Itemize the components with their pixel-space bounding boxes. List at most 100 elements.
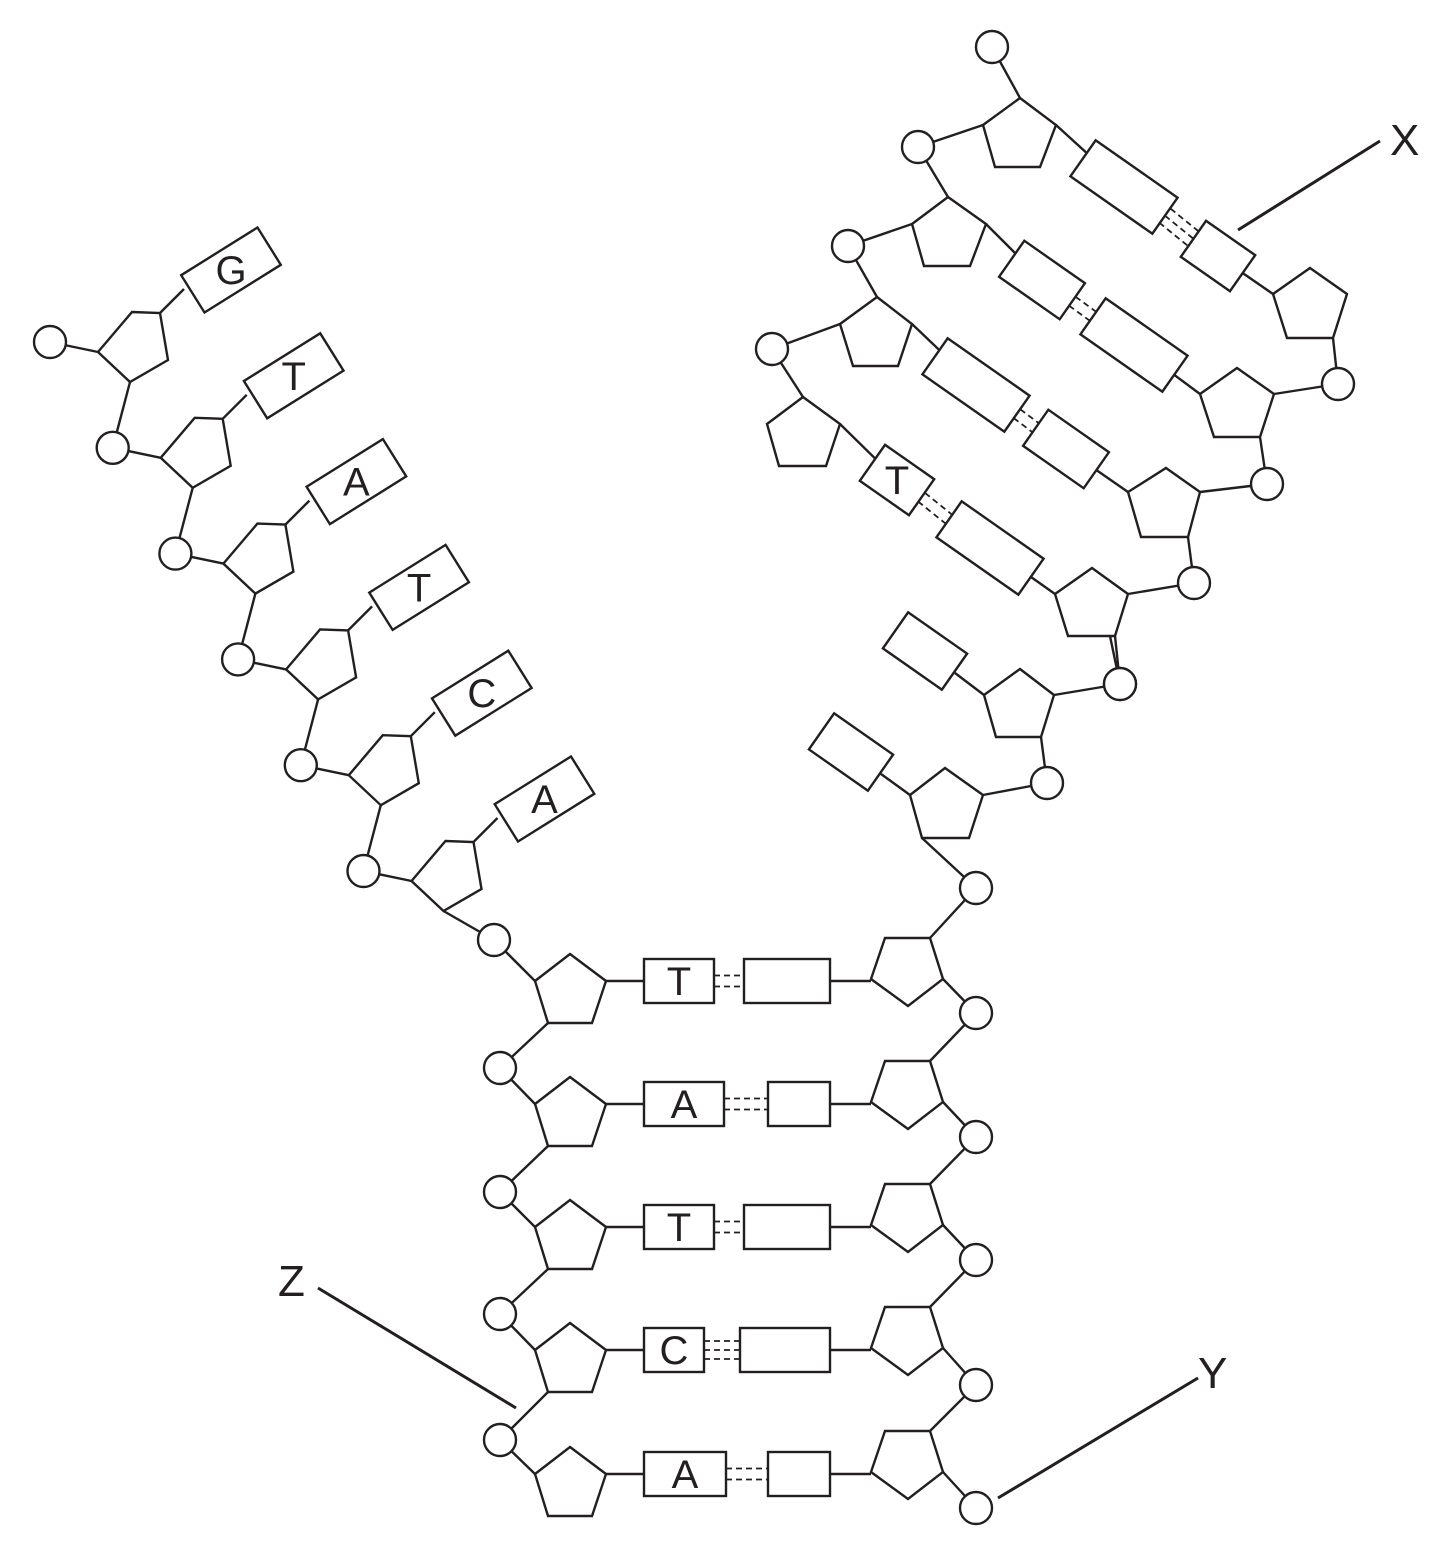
paired-right-sugar — [869, 1305, 945, 1377]
deoxyribose-sugar — [347, 733, 421, 807]
parent-strand-sugar — [1053, 566, 1130, 638]
parent-strand-sugar — [1271, 266, 1349, 340]
phosphate-group — [1029, 765, 1065, 801]
replicating-new-base — [858, 443, 936, 517]
phosphate-group — [482, 1174, 518, 1210]
deoxyribose-sugar — [409, 839, 483, 913]
hydrogen-bond — [1075, 296, 1097, 313]
paired-left-base — [642, 1450, 728, 1498]
deoxyribose-sugar — [159, 416, 233, 490]
phosphate-group — [830, 228, 866, 264]
paired-right-sugar — [869, 936, 945, 1008]
paired-left-sugar — [533, 952, 608, 1025]
paired-left-base — [642, 1080, 726, 1128]
phosphate-group — [958, 1367, 994, 1403]
label-x: X — [1390, 116, 1419, 165]
phosphate-group — [346, 853, 381, 889]
new-strand-sugar — [981, 96, 1058, 169]
left-strand-base-letter: A — [531, 778, 558, 822]
phosphate-group — [958, 1242, 994, 1278]
phosphate-group — [1176, 565, 1212, 601]
phosphate-group — [158, 536, 193, 571]
backbone-bond — [221, 393, 248, 420]
new-strand-sugar — [910, 195, 988, 268]
label-z-pointer — [317, 1286, 517, 1410]
hydrogen-bond — [917, 500, 947, 525]
left-strand-base-letter: A — [343, 461, 370, 505]
phosphate-group — [1249, 466, 1285, 502]
hydrogen-bond — [1170, 207, 1200, 233]
left-strand-base-letter: T — [281, 355, 305, 399]
phosphate-group — [95, 430, 130, 465]
paired-left-base — [642, 1203, 716, 1251]
backbone-bond — [954, 672, 985, 696]
phosphate-group — [958, 995, 994, 1031]
deoxyribose-sugar — [96, 310, 170, 384]
phosphate-group — [754, 331, 790, 367]
paired-right-base — [738, 1326, 832, 1374]
hydrogen-bond — [1068, 304, 1091, 322]
paired-left-sugar — [533, 1075, 608, 1148]
replicating-parent-base — [1078, 296, 1190, 394]
backbone-bond — [409, 711, 436, 738]
replicating-new-base — [1068, 138, 1180, 236]
left-strand-base — [304, 437, 408, 526]
paired-left-base-letter: T — [667, 960, 691, 1004]
top-phosphate-group — [974, 29, 1010, 65]
paired-left-base — [642, 957, 716, 1005]
label-y-pointer — [997, 1376, 1199, 1500]
hydrogen-bond — [1019, 408, 1040, 425]
phosphate-group — [32, 324, 68, 360]
label-y: Y — [1198, 1349, 1227, 1398]
paired-right-sugar — [869, 1059, 945, 1131]
replicating-parent-base — [1179, 219, 1257, 293]
nucleotide-shapes — [32, 29, 1356, 1526]
left-strand-base-letter: C — [467, 672, 496, 716]
paired-left-sugar — [533, 1321, 608, 1394]
diagram-labels: X Y Z — [278, 116, 1419, 1500]
paired-right-base — [766, 1080, 832, 1128]
paired-right-base — [742, 1203, 832, 1251]
paired-left-sugar — [533, 1445, 608, 1518]
phosphate-group — [482, 1422, 518, 1458]
phosphate-group — [283, 748, 318, 783]
backbone-bond — [347, 605, 373, 632]
backbone-bond — [880, 773, 911, 796]
base-letters: G T A T C A T A T C A T — [215, 249, 909, 1497]
parent-strand-sugar — [1198, 366, 1276, 439]
deoxyribose-sugar — [221, 522, 295, 596]
paired-right-base — [742, 957, 832, 1005]
paired-left-sugar — [533, 1198, 608, 1271]
hydrogen-bond — [1164, 214, 1194, 240]
phosphate-group — [958, 870, 994, 906]
left-strand-base — [367, 543, 471, 632]
left-strand-base — [179, 225, 283, 315]
left-strand-base-letter: G — [215, 249, 246, 293]
phosphate-group — [482, 1050, 518, 1086]
paired-left-base-letter: C — [660, 1329, 689, 1373]
replicating-parent-base — [934, 499, 1046, 597]
left-strand-base — [242, 331, 346, 420]
paired-right-sugar — [869, 1429, 945, 1501]
right-unpaired-base — [881, 610, 969, 692]
phosphate-group — [958, 1119, 994, 1155]
backbone-bond — [472, 817, 499, 843]
hydrogen-bond — [1013, 417, 1033, 433]
paired-left-base-letter: T — [667, 1206, 691, 1250]
phosphate-group — [1320, 366, 1356, 402]
paired-left-base-letter: A — [671, 1083, 698, 1127]
phosphate-group — [220, 642, 256, 677]
replicating-new-base — [920, 336, 1032, 434]
paired-left-base-letter: A — [672, 1453, 699, 1497]
replicating-base-letter: T — [885, 459, 909, 503]
new-strand-sugar — [765, 395, 842, 468]
right-unpaired-base — [807, 711, 895, 793]
paired-right-base — [766, 1450, 832, 1498]
right-unpaired-sugar — [982, 667, 1056, 739]
left-strand-base-letter: T — [407, 566, 431, 610]
label-z: Z — [278, 1257, 305, 1306]
left-strand-base — [430, 649, 534, 738]
phosphate-group — [958, 1490, 994, 1526]
hydrogen-bond — [924, 492, 954, 516]
